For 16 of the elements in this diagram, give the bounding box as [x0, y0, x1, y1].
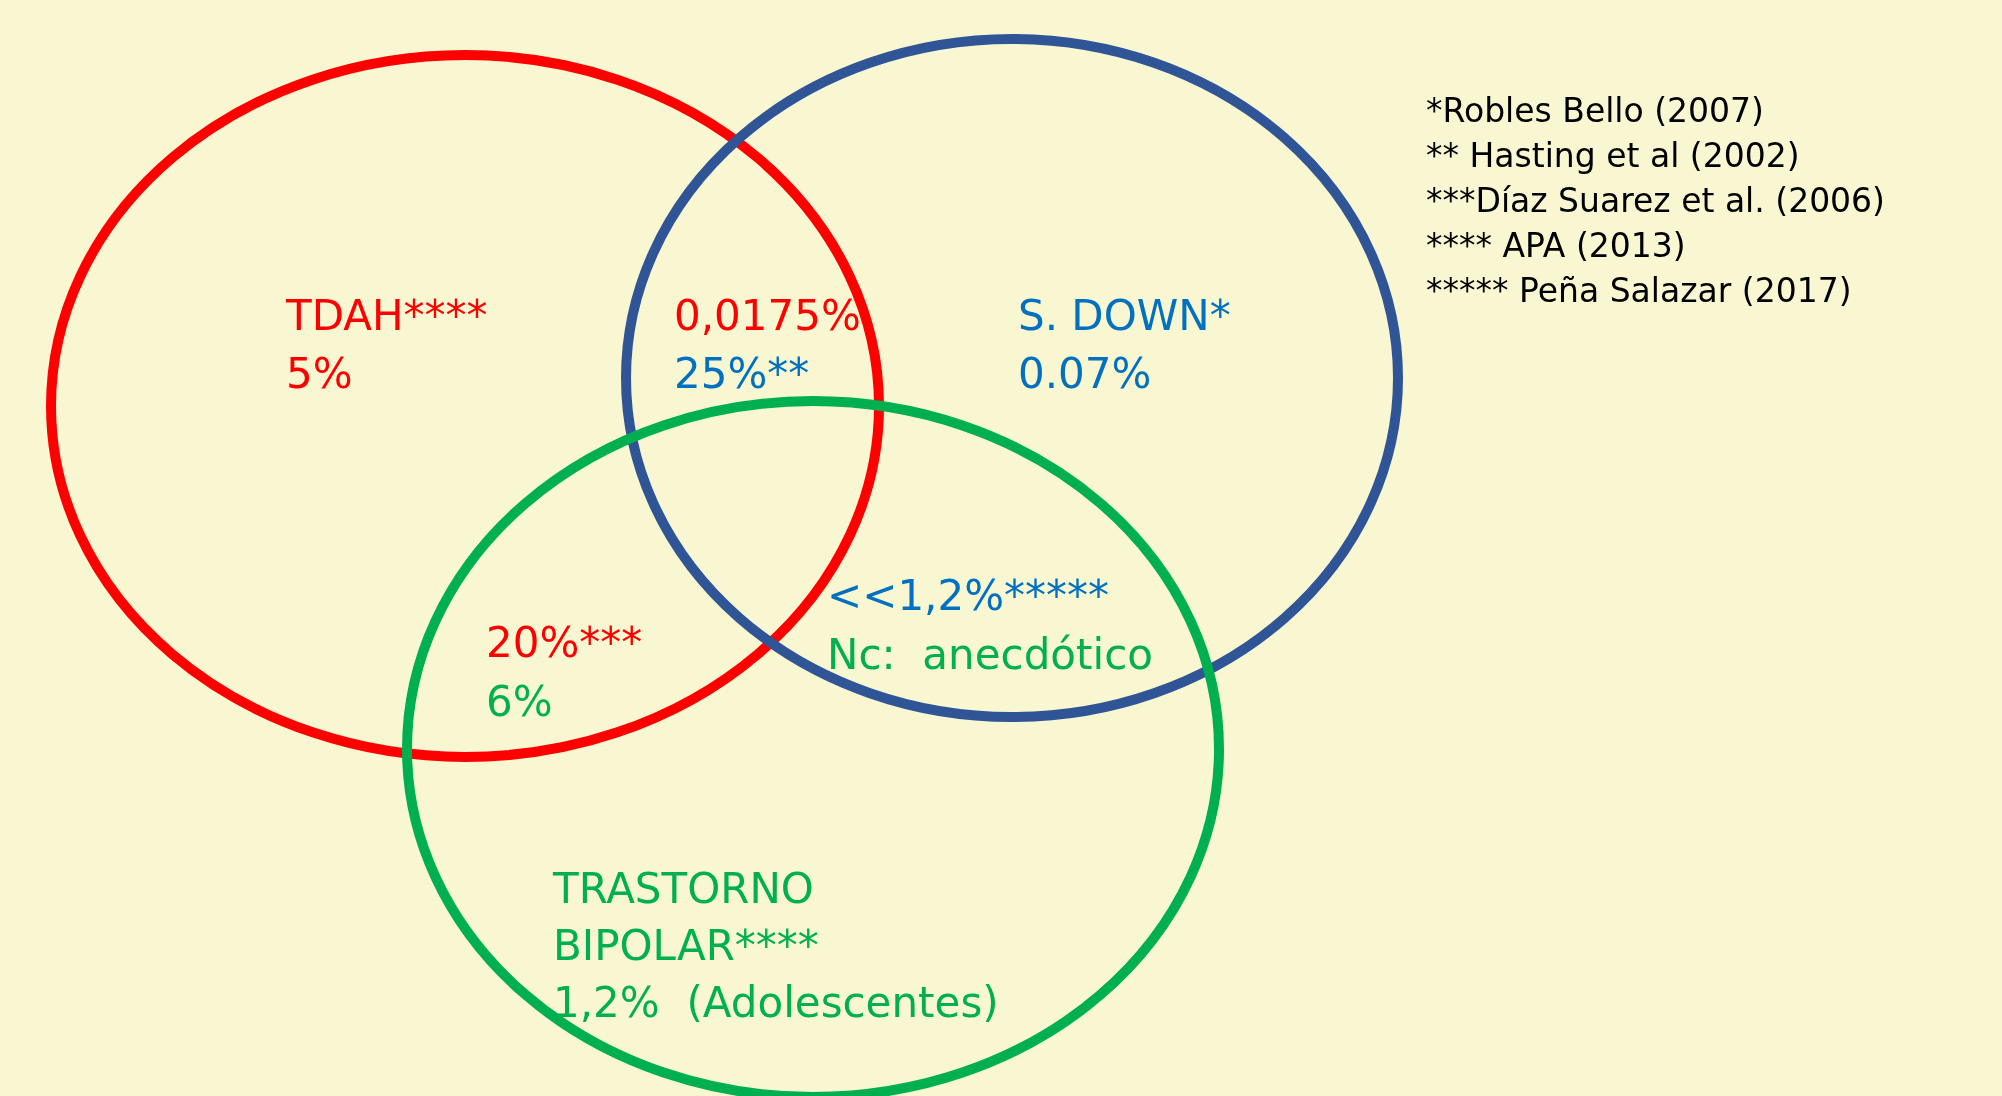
reference-note: ** Hasting et al (2002) [1426, 135, 1800, 177]
percentage-label: 25%** [674, 348, 810, 400]
set-label: TRASTORNO BIPOLAR**** 1,2% (Adolescentes) [553, 863, 999, 1029]
set-label: 0.07% [1018, 348, 1152, 400]
percentage-label: Nc: anecdótico [827, 629, 1153, 681]
percentage-label: 0,0175% [674, 290, 861, 342]
reference-note: *Robles Bello (2007) [1426, 90, 1764, 132]
set-label: S. DOWN* [1018, 290, 1231, 342]
percentage-label: <<1,2%***** [827, 570, 1110, 622]
percentage-label: 6% [486, 676, 553, 728]
percentage-label: 20%*** [486, 617, 643, 669]
reference-note: ***** Peña Salazar (2017) [1426, 270, 1852, 312]
set-label: TDAH**** [286, 290, 488, 342]
reference-note: **** APA (2013) [1426, 225, 1686, 267]
set-label: 5% [286, 348, 353, 400]
reference-note: ***Díaz Suarez et al. (2006) [1426, 180, 1885, 222]
